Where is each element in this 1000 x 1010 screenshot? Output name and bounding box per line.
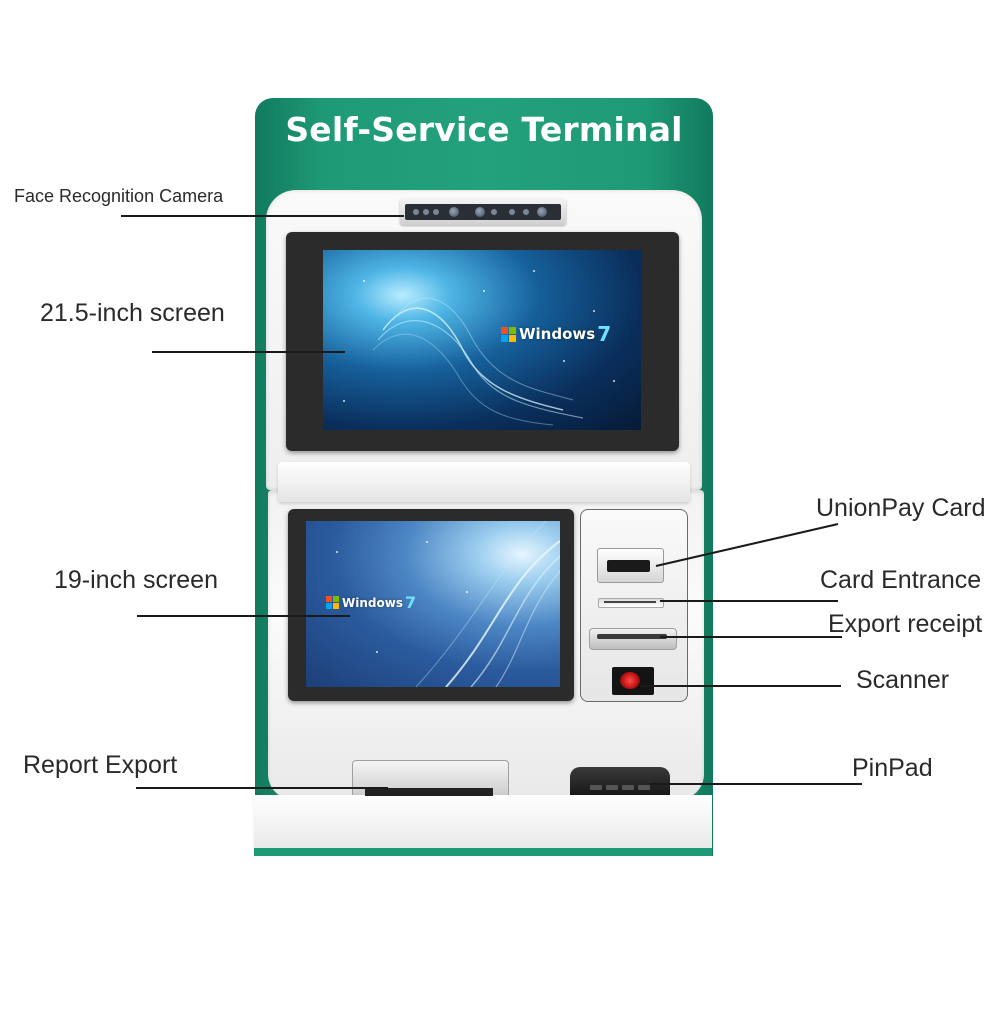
windows-logo: Windows 7 xyxy=(326,593,416,612)
bottom-screen-display: Windows 7 xyxy=(306,521,560,687)
windows-logo-text: Windows xyxy=(342,595,403,610)
star-icon xyxy=(376,651,378,653)
card-entrance-slot xyxy=(598,598,664,608)
top-screen-display: Windows 7 xyxy=(323,250,641,430)
label-export-receipt: Export receipt xyxy=(828,610,983,638)
panel-lip xyxy=(278,462,690,502)
camera-indicator-icon xyxy=(509,209,515,215)
screen-swirl-graphic xyxy=(415,521,560,687)
star-icon xyxy=(426,541,428,543)
camera-lens-icon xyxy=(475,207,485,217)
pinpad-key xyxy=(590,785,602,790)
label-card-entrance: Card Entrance xyxy=(820,566,982,594)
star-icon xyxy=(466,591,468,593)
report-printer-slot xyxy=(365,788,493,796)
label-pinpad: PinPad xyxy=(852,754,933,782)
card-reader-slot xyxy=(607,560,650,572)
camera-lens-strip xyxy=(405,204,561,220)
windows-flag-icon xyxy=(326,596,339,609)
star-icon xyxy=(483,290,485,292)
camera-indicator-icon xyxy=(423,209,429,215)
camera-lens-icon xyxy=(537,207,547,217)
camera-indicator-icon xyxy=(491,209,497,215)
windows-logo-version: 7 xyxy=(597,322,612,346)
screen-swirl-graphic xyxy=(372,297,584,426)
camera-indicator-icon xyxy=(413,209,419,215)
star-icon xyxy=(613,380,615,382)
receipt-printer-slot xyxy=(589,628,677,650)
pinpad-key xyxy=(606,785,618,790)
windows-logo-version: 7 xyxy=(404,593,417,612)
windows-logo: Windows 7 xyxy=(501,322,611,346)
kiosk-shelf xyxy=(254,795,712,851)
label-unionpay-card: UnionPay Card xyxy=(816,494,986,522)
camera-lens-icon xyxy=(449,207,459,217)
scanner-light-icon xyxy=(620,672,640,689)
camera-indicator-icon xyxy=(523,209,529,215)
kiosk-title: Self-Service Terminal xyxy=(285,110,683,149)
star-icon xyxy=(336,551,338,553)
star-icon xyxy=(363,280,365,282)
kiosk-base-trim xyxy=(254,848,712,856)
camera-indicator-icon xyxy=(433,209,439,215)
windows-logo-text: Windows xyxy=(519,325,596,343)
star-icon xyxy=(593,310,595,312)
windows-flag-icon xyxy=(501,326,516,342)
receipt-printer-gap xyxy=(597,634,667,639)
pinpad-key xyxy=(622,785,634,790)
leader-line-unionpay-card xyxy=(655,523,839,567)
label-face-recognition-camera: Face Recognition Camera xyxy=(14,186,224,206)
label-scanner: Scanner xyxy=(856,666,950,694)
star-icon xyxy=(533,270,535,272)
star-icon xyxy=(563,360,565,362)
label-19-inch-screen: 19-inch screen xyxy=(54,566,218,594)
label-21-5-inch-screen: 21.5-inch screen xyxy=(40,299,225,327)
star-icon xyxy=(343,400,345,402)
pinpad xyxy=(570,767,670,798)
pinpad-key xyxy=(638,785,650,790)
label-report-export: Report Export xyxy=(23,751,178,779)
card-entrance-gap xyxy=(604,601,656,603)
